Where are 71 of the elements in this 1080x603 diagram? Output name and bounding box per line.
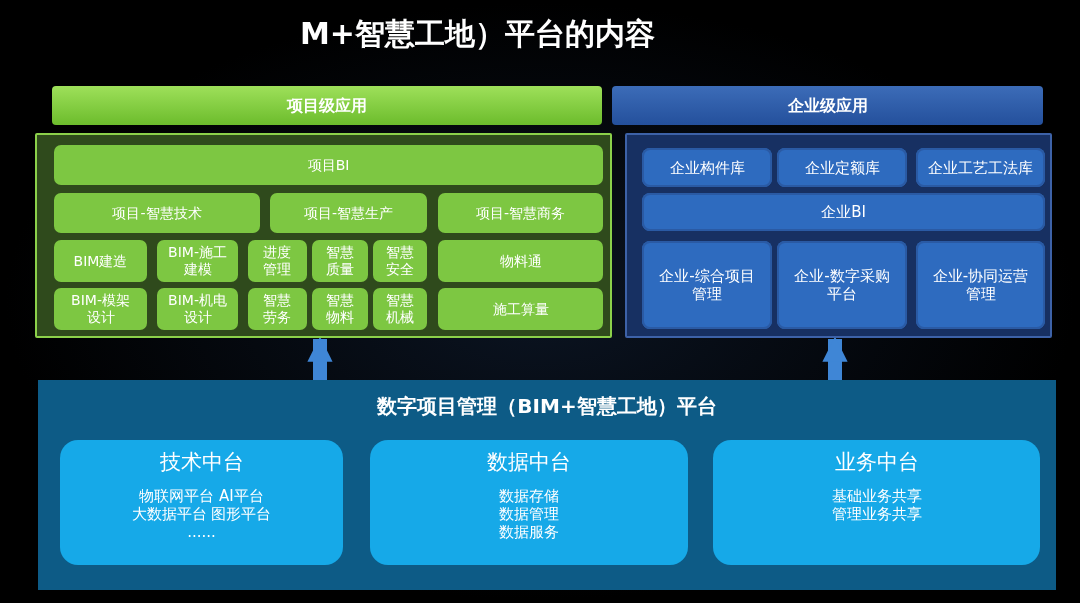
module-label: BIM-施工建模 [167, 244, 228, 278]
module-box [312, 240, 368, 282]
module-box [270, 193, 427, 233]
module-label: 企业-综合项目管理 [658, 267, 756, 303]
card-item: 大数据平台 图形平台 [131, 505, 272, 524]
module-box [916, 148, 1045, 187]
module-box [157, 240, 238, 282]
module-label: 企业工艺工法库 [927, 158, 1034, 177]
module-box [373, 240, 427, 282]
platform-card [370, 440, 688, 565]
section-header-bar [52, 86, 602, 125]
card-title: 业务中台 [834, 450, 919, 476]
module-label: BIM建造 [72, 252, 129, 270]
module-box [373, 288, 427, 330]
module-label: 项目BI [306, 156, 351, 174]
module-label: 智慧质量 [325, 244, 355, 278]
module-box [916, 241, 1045, 329]
platform-card [713, 440, 1040, 565]
module-box [54, 240, 147, 282]
module-box [54, 145, 603, 185]
module-box [248, 240, 307, 282]
module-label: 企业BI [820, 203, 867, 221]
module-box [157, 288, 238, 330]
card-item: 管理业务共享 [831, 505, 922, 524]
module-box [777, 241, 907, 329]
module-label: 企业构件库 [668, 158, 746, 177]
section-header-bar [612, 86, 1043, 125]
module-box [54, 288, 147, 330]
card-item: 基础业务共享 [831, 487, 922, 506]
up-arrow [307, 336, 333, 380]
module-box [438, 288, 603, 330]
module-box [642, 241, 772, 329]
module-label: BIM-机电设计 [167, 292, 228, 326]
module-box [642, 148, 772, 187]
module-box [642, 193, 1045, 231]
module-label: 智慧安全 [385, 244, 415, 278]
module-label: 施工算量 [491, 300, 550, 318]
module-box [777, 148, 907, 187]
header-label: 企业级应用 [786, 95, 869, 116]
header-label: 项目级应用 [285, 95, 368, 116]
platform-title: 数字项目管理（BIM+智慧工地）平台 [377, 394, 717, 418]
module-box [438, 240, 603, 282]
card-title: 技术中台 [159, 450, 244, 476]
module-label: 项目-智慧技术 [111, 204, 203, 222]
card-item: 数据存储 [499, 487, 559, 506]
module-label: 企业-协同运营管理 [931, 267, 1030, 303]
module-label: 进度管理 [262, 244, 293, 278]
page-title: M+智慧工地）平台的内容 [300, 15, 655, 53]
card-title: 数据中台 [487, 450, 571, 476]
application-panel [35, 133, 612, 338]
card-item: 物联网平台 AI平台 [139, 487, 264, 506]
module-label: 项目-智慧生产 [302, 204, 395, 222]
module-box [248, 288, 307, 330]
module-label: 企业-数字采购平台 [793, 267, 891, 303]
module-label: 智慧物料 [325, 292, 355, 326]
module-label: 智慧劳务 [262, 292, 293, 326]
platform-band [38, 380, 1056, 590]
card-item: 数据服务 [499, 523, 559, 542]
module-label: 项目-智慧商务 [474, 204, 567, 222]
module-box [312, 288, 368, 330]
module-label: 物料通 [498, 252, 543, 270]
platform-card [60, 440, 343, 565]
card-item: ...... [187, 523, 216, 542]
card-item: 数据管理 [499, 505, 559, 524]
module-label: 智慧机械 [385, 292, 415, 326]
module-box [54, 193, 260, 233]
module-label: 企业定额库 [803, 158, 881, 177]
module-box [438, 193, 603, 233]
up-arrow [822, 336, 848, 380]
application-panel [625, 133, 1052, 338]
module-label: BIM-模架设计 [70, 292, 131, 326]
